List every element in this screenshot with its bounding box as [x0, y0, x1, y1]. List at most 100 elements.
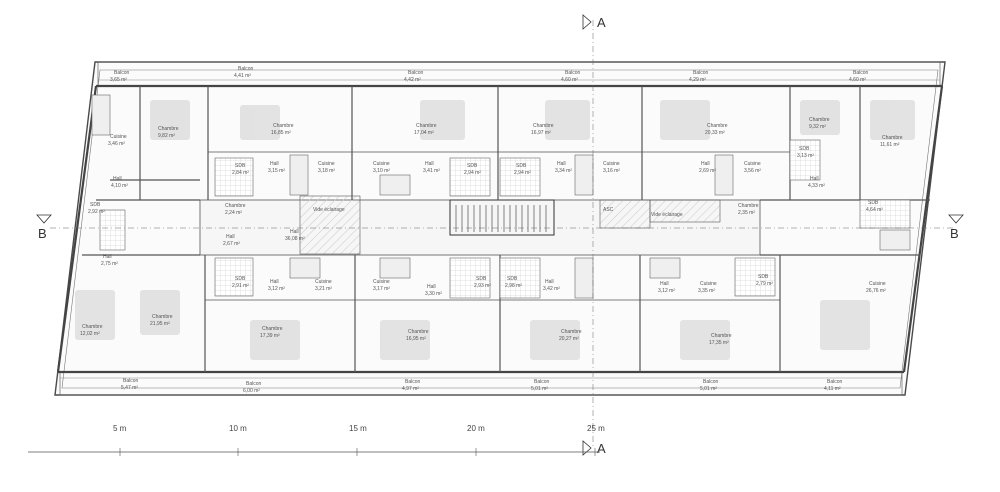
svg-text:SDB: SDB: [235, 276, 246, 282]
svg-text:20,33 m²: 20,33 m²: [705, 130, 725, 136]
svg-text:16,97 m²: 16,97 m²: [531, 130, 551, 136]
svg-text:Balcon: Balcon: [408, 70, 424, 76]
svg-text:SDB: SDB: [507, 276, 518, 282]
svg-text:17,39 m²: 17,39 m²: [260, 333, 280, 339]
svg-text:ASC: ASC: [603, 207, 614, 213]
svg-text:Chambre: Chambre: [152, 314, 173, 320]
scale-label-5: 5 m: [113, 424, 127, 433]
kitchen-counters: [91, 94, 911, 299]
svg-text:4,10 m²: 4,10 m²: [111, 183, 128, 189]
svg-text:2,92 m²: 2,92 m²: [88, 209, 105, 215]
svg-text:Balcon: Balcon: [703, 379, 719, 385]
svg-text:Hall: Hall: [425, 161, 434, 167]
room-label: ASC: [603, 207, 614, 213]
svg-text:3,30 m²: 3,30 m²: [425, 291, 442, 297]
svg-text:Hall: Hall: [701, 161, 710, 167]
svg-text:SDB: SDB: [90, 202, 101, 208]
svg-text:Balcon: Balcon: [238, 66, 254, 72]
svg-text:3,34 m²: 3,34 m²: [555, 168, 572, 174]
svg-text:Hall: Hall: [810, 176, 819, 182]
section-label-a-top: A: [597, 15, 606, 30]
svg-text:2,79 m²: 2,79 m²: [756, 281, 773, 287]
svg-text:Chambre: Chambre: [416, 123, 437, 129]
svg-text:Hall: Hall: [557, 161, 566, 167]
svg-text:2,94 m²: 2,94 m²: [464, 170, 481, 176]
svg-text:3,46 m²: 3,46 m²: [108, 141, 125, 147]
svg-text:5,01 m²: 5,01 m²: [531, 386, 548, 392]
svg-text:Balcon: Balcon: [405, 379, 421, 385]
section-label-b-right: B: [950, 226, 959, 241]
wet-rooms: [99, 139, 911, 299]
svg-text:4,97 m²: 4,97 m²: [402, 386, 419, 392]
svg-text:17,04 m²: 17,04 m²: [414, 130, 434, 136]
svg-text:2,24 m²: 2,24 m²: [225, 210, 242, 216]
svg-text:36,08 m²: 36,08 m²: [285, 236, 305, 242]
scale-label-15: 15 m: [349, 424, 367, 433]
svg-text:5,47 m²: 5,47 m²: [121, 385, 138, 391]
svg-text:Hall: Hall: [270, 161, 279, 167]
scale-label-20: 20 m: [467, 424, 485, 433]
svg-text:Hall: Hall: [427, 284, 436, 290]
room-label: Vide éclairage: [313, 207, 345, 213]
svg-text:Hall: Hall: [226, 234, 235, 240]
svg-text:Balcon: Balcon: [534, 379, 550, 385]
svg-text:Chambre: Chambre: [273, 123, 294, 129]
svg-text:Chambre: Chambre: [158, 126, 179, 132]
staircase: [455, 205, 547, 232]
svg-text:3,16 m²: 3,16 m²: [603, 168, 620, 174]
svg-text:Cuisine: Cuisine: [869, 281, 886, 287]
svg-text:3,15 m²: 3,15 m²: [268, 168, 285, 174]
svg-text:Hall: Hall: [660, 281, 669, 287]
svg-text:2,67 m²: 2,67 m²: [223, 241, 240, 247]
room-label: Vide éclairage: [651, 212, 683, 218]
svg-text:3,13 m²: 3,13 m²: [797, 153, 814, 159]
svg-text:2,35 m²: 2,35 m²: [738, 210, 755, 216]
svg-text:Chambre: Chambre: [225, 203, 246, 209]
svg-text:2,91 m²: 2,91 m²: [232, 283, 249, 289]
svg-text:Chambre: Chambre: [533, 123, 554, 129]
svg-text:SDB: SDB: [758, 274, 769, 280]
axis-lines: [50, 20, 955, 448]
svg-text:3,56 m²: 3,56 m²: [744, 168, 761, 174]
svg-text:16,85 m²: 16,85 m²: [271, 130, 291, 136]
svg-text:3,12 m²: 3,12 m²: [268, 286, 285, 292]
svg-text:Cuisine: Cuisine: [700, 281, 717, 287]
svg-text:Chambre: Chambre: [82, 324, 103, 330]
svg-text:Chambre: Chambre: [408, 329, 429, 335]
svg-text:Balcon: Balcon: [827, 379, 843, 385]
svg-text:Chambre: Chambre: [262, 326, 283, 332]
svg-text:4,42 m²: 4,42 m²: [404, 77, 421, 83]
section-mark-a-top: A: [582, 14, 606, 30]
svg-text:11,61 m²: 11,61 m²: [880, 142, 900, 148]
svg-text:4,64 m²: 4,64 m²: [866, 207, 883, 213]
svg-text:Cuisine: Cuisine: [110, 134, 127, 140]
